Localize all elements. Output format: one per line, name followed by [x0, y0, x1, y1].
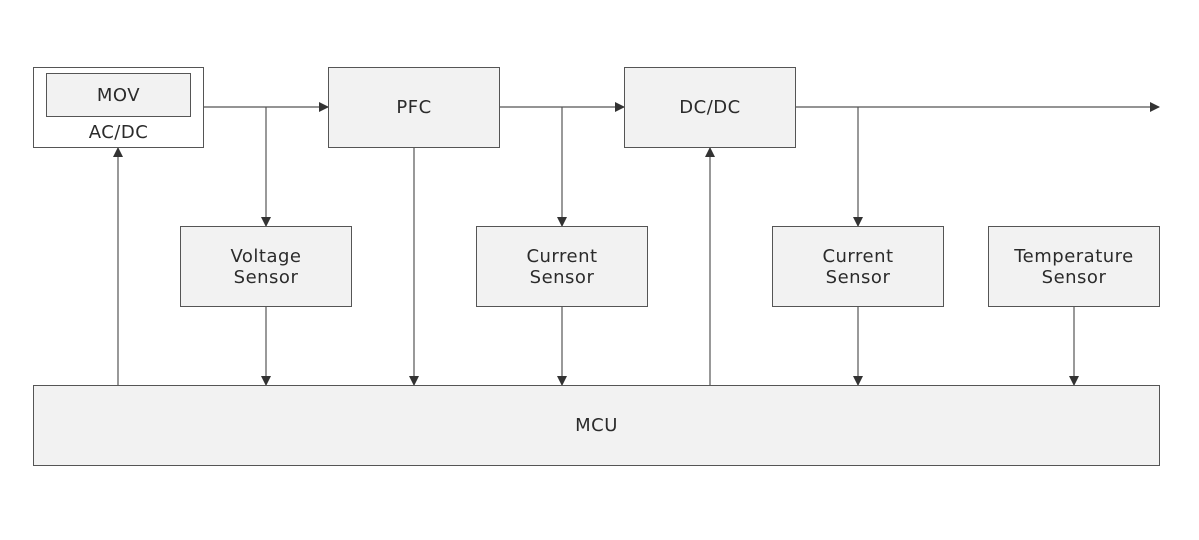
- voltage-sensor-block: Voltage Sensor: [180, 226, 352, 307]
- current-sensor-label-1: Current Sensor: [526, 245, 598, 288]
- mcu-label: MCU: [575, 415, 618, 436]
- mov-block: MOV: [46, 73, 191, 117]
- current-sensor-block-2: Current Sensor: [772, 226, 944, 307]
- temperature-sensor-label: Temperature Sensor: [1014, 245, 1134, 288]
- current-sensor-label-2: Current Sensor: [822, 245, 894, 288]
- voltage-sensor-label: Voltage Sensor: [230, 245, 302, 288]
- pfc-block: PFC: [328, 67, 500, 148]
- acdc-label: AC/DC: [88, 122, 149, 143]
- acdc-block: MOV AC/DC: [33, 67, 204, 148]
- dcdc-block: DC/DC: [624, 67, 796, 148]
- mov-label: MOV: [96, 84, 141, 106]
- pfc-label: PFC: [396, 97, 432, 118]
- current-sensor-block-1: Current Sensor: [476, 226, 648, 307]
- mcu-block: MCU: [33, 385, 1160, 466]
- dcdc-label: DC/DC: [679, 97, 741, 118]
- temperature-sensor-block: Temperature Sensor: [988, 226, 1160, 307]
